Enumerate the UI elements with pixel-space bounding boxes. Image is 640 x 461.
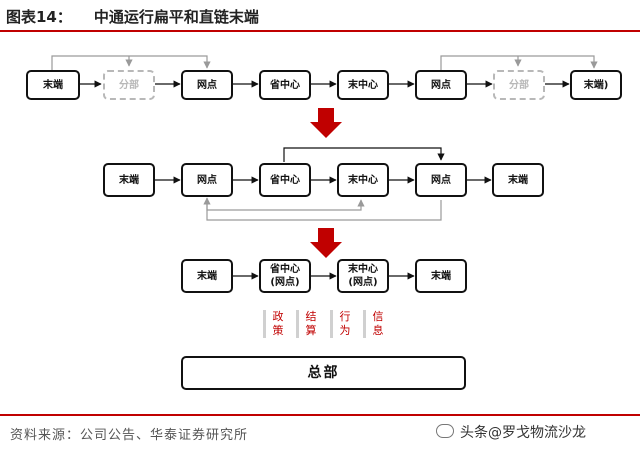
down-arrow-1 bbox=[310, 108, 342, 138]
function-label-policy: 政策 bbox=[272, 310, 284, 337]
node-r2-terminal-1: 末端 bbox=[103, 163, 155, 197]
node-r3-terminal-2: 末端 bbox=[415, 259, 467, 293]
watermark: 头条@罗戈物流沙龙 bbox=[436, 422, 586, 442]
node-r2-terminal-2: 末端 bbox=[492, 163, 544, 197]
figure-number: 图表14： bbox=[6, 8, 72, 26]
node-r2-end-center: 末中心 bbox=[337, 163, 389, 197]
row1-bypass bbox=[51, 55, 598, 70]
figure-subtitle: 中通运行扁平和直链末端 bbox=[93, 8, 259, 26]
figure-title: 图表14： 中通运行扁平和直链末端 bbox=[6, 6, 259, 27]
node-r1-end-center: 末中心 bbox=[337, 70, 389, 100]
node-r1-outlet-1: 网点 bbox=[181, 70, 233, 100]
node-r3-end-center: 末中心 (网点) bbox=[337, 259, 389, 293]
source-note: 资料来源：公司公告、华泰证券研究所 bbox=[10, 428, 249, 443]
node-r1-branch-1: 分部 bbox=[103, 70, 155, 100]
node-r2-outlet-1: 网点 bbox=[181, 163, 233, 197]
watermark-text: 头条@罗戈物流沙龙 bbox=[460, 425, 586, 441]
node-r1-terminal-2: 末端) bbox=[570, 70, 622, 100]
top-rule bbox=[0, 30, 640, 32]
function-label-information: 信息 bbox=[372, 310, 384, 337]
function-bar-4 bbox=[363, 310, 366, 338]
transition-arrows bbox=[310, 108, 342, 258]
function-bar-3 bbox=[330, 310, 333, 338]
function-label-settlement: 结算 bbox=[305, 310, 317, 337]
down-arrow-2 bbox=[310, 228, 342, 258]
row2-grey-links bbox=[203, 197, 442, 221]
wechat-icon bbox=[436, 424, 454, 438]
node-headquarters: 总部 bbox=[181, 356, 466, 390]
function-label-behavior: 行为 bbox=[339, 310, 351, 337]
function-bar-2 bbox=[296, 310, 299, 338]
node-r1-outlet-2: 网点 bbox=[415, 70, 467, 100]
node-r3-terminal-1: 末端 bbox=[181, 259, 233, 293]
node-r2-province-center: 省中心 bbox=[259, 163, 311, 197]
node-r2-outlet-2: 网点 bbox=[415, 163, 467, 197]
node-r1-branch-2: 分部 bbox=[493, 70, 545, 100]
bottom-rule bbox=[0, 414, 640, 416]
node-r3-province-center: 省中心 (网点) bbox=[259, 259, 311, 293]
function-bar-1 bbox=[263, 310, 266, 338]
row2-arrows bbox=[155, 147, 492, 184]
node-r1-terminal-1: 末端 bbox=[26, 70, 80, 100]
node-r1-province-center: 省中心 bbox=[259, 70, 311, 100]
